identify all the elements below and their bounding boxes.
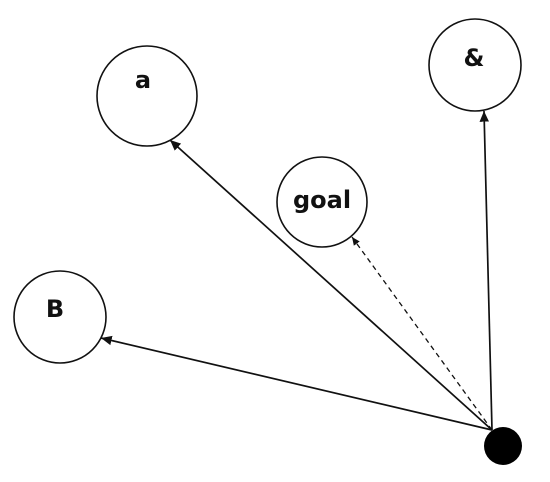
origin-point [484, 427, 522, 465]
node-amp-circle [428, 18, 522, 112]
node-goal: goal [276, 156, 368, 248]
node-amp: & [428, 18, 522, 112]
node-amp-label: & [464, 44, 485, 72]
node-goal-circle [276, 156, 368, 248]
node-a-label: a [135, 66, 151, 94]
edge-origin-to-b [100, 335, 493, 431]
node-goal-label: goal [293, 186, 351, 214]
node-b-label: B [46, 295, 64, 323]
edge-origin-to-goal [351, 236, 493, 431]
node-a-circle [96, 45, 198, 147]
node-a: a [96, 45, 198, 147]
edge-origin-to-amp [479, 110, 493, 431]
node-b: B [13, 270, 107, 364]
node-b-circle [13, 270, 107, 364]
edge-origin-to-a [169, 139, 493, 431]
